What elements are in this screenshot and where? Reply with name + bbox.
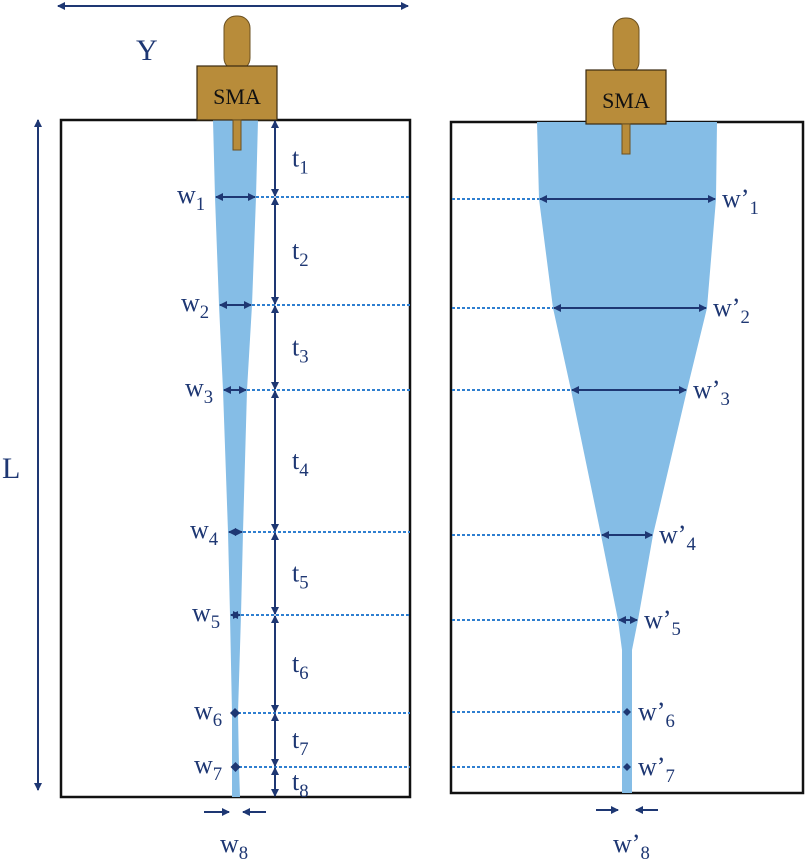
left-width-label-2: w2	[181, 288, 209, 323]
left-width-label-3-subscript: 3	[204, 387, 213, 408]
right-width-label-8-subscript: 8	[640, 843, 649, 864]
length-label: L	[2, 452, 20, 485]
left-width-label-1-base: w	[177, 180, 196, 209]
right-sma-connector-center-pin	[621, 123, 631, 155]
left-width-diamond-6	[230, 708, 240, 718]
right-width-label-2-subscript: 2	[740, 307, 749, 328]
right-sma-connector-pin-icon	[612, 17, 640, 75]
left-width-diamond-7	[230, 762, 241, 772]
section-label-2: t2	[292, 236, 309, 271]
right-width-label-7-subscript: 7	[665, 766, 674, 787]
right-width-label-2: w’2	[713, 293, 750, 328]
section-label-5-base: t	[292, 559, 300, 588]
right-width-label-5-base: w’	[644, 605, 671, 634]
left-width-label-4-subscript: 4	[209, 529, 219, 550]
right-width-label-1-subscript: 1	[749, 198, 758, 219]
section-label-7: t7	[292, 725, 309, 760]
right-width-label-4-base: w’	[659, 520, 686, 549]
section-label-6: t6	[292, 649, 309, 684]
section-label-6-base: t	[292, 649, 300, 678]
left-tapered-strip	[213, 120, 258, 797]
left-sma-connector-pin-icon	[223, 15, 251, 71]
left-width-label-6-base: w	[194, 696, 213, 725]
section-label-4: t4	[292, 446, 309, 481]
right-width-diamond-6	[623, 708, 631, 716]
section-label-2-base: t	[292, 236, 300, 265]
section-label-7-base: t	[292, 725, 300, 754]
section-label-2-subscript: 2	[299, 250, 308, 271]
right-width-diamond-7	[623, 763, 631, 771]
left-width-label-7-base: w	[194, 750, 213, 779]
left-width-label-8-subscript: 8	[239, 843, 248, 864]
left-width-label-3: w3	[185, 373, 213, 408]
right-width-label-6-base: w’	[638, 697, 665, 726]
left-width-label-8-base: w	[220, 829, 239, 858]
left-width-label-7-subscript: 7	[213, 764, 222, 785]
section-label-5-subscript: 5	[299, 573, 308, 594]
left-sma-connector-center-pin	[232, 119, 242, 151]
right-width-label-6: w’6	[638, 697, 675, 732]
section-label-5: t5	[292, 559, 309, 594]
left-width-label-4: w4	[190, 515, 219, 550]
right-sma-connector-label: SMA	[602, 88, 650, 113]
section-label-8-base: t	[292, 767, 300, 796]
left-width-label-8: w8	[220, 829, 248, 864]
left-width-label-1: w1	[177, 180, 205, 215]
right-width-label-2-base: w’	[713, 293, 740, 322]
left-width-label-7: w7	[194, 750, 222, 785]
section-label-3: t3	[292, 333, 309, 368]
left-width-label-1-subscript: 1	[196, 194, 205, 215]
right-width-label-1: w’1	[722, 184, 759, 219]
left-width-label-5-base: w	[192, 598, 211, 627]
section-label-8-subscript: 8	[299, 781, 308, 802]
right-width-label-7: w’7	[638, 752, 675, 787]
left-width-label-6: w6	[194, 696, 222, 731]
section-label-1-subscript: 1	[299, 158, 308, 179]
right-width-label-3-base: w’	[693, 375, 720, 404]
right-width-label-6-subscript: 6	[665, 711, 674, 732]
right-width-label-5-subscript: 5	[671, 619, 680, 640]
section-label-4-subscript: 4	[299, 460, 309, 481]
left-width-label-2-subscript: 2	[200, 302, 209, 323]
left-width-label-5: w5	[192, 598, 220, 633]
section-label-7-subscript: 7	[299, 739, 308, 760]
left-width-label-3-base: w	[185, 373, 204, 402]
right-width-label-5: w’5	[644, 605, 681, 640]
right-width-label-8-base: w’	[613, 829, 640, 858]
right-tapered-strip	[537, 122, 717, 793]
left-width-label-5-subscript: 5	[211, 612, 220, 633]
section-label-4-base: t	[292, 446, 300, 475]
left-width-label-2-base: w	[181, 288, 200, 317]
right-sma-connector-body	[585, 69, 667, 125]
left-sma-connector-label: SMA	[213, 84, 261, 109]
right-width-label-7-base: w’	[638, 752, 665, 781]
right-width-label-1-base: w’	[722, 184, 749, 213]
section-label-3-subscript: 3	[299, 347, 308, 368]
section-label-1: t1	[292, 144, 309, 179]
right-width-label-4-subscript: 4	[686, 534, 696, 555]
width-label: Y	[136, 34, 158, 67]
section-label-3-base: t	[292, 333, 300, 362]
right-width-label-3-subscript: 3	[720, 389, 729, 410]
right-width-label-8: w’8	[613, 829, 650, 864]
left-sma-connector-body	[196, 65, 278, 121]
left-width-label-4-base: w	[190, 515, 209, 544]
left-width-label-6-subscript: 6	[213, 710, 222, 731]
section-label-1-base: t	[292, 144, 300, 173]
right-width-label-4: w’4	[659, 520, 696, 555]
right-width-label-3: w’3	[693, 375, 730, 410]
section-label-6-subscript: 6	[299, 663, 308, 684]
section-label-8: t8	[292, 767, 309, 802]
